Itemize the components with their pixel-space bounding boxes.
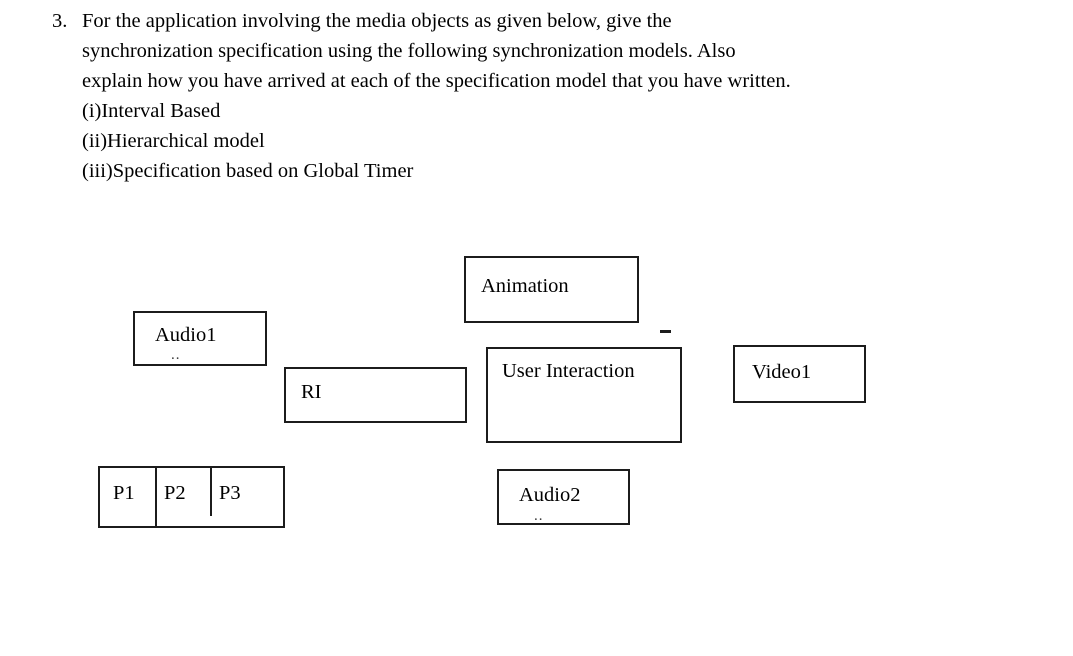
process-group-divider-1 [155, 467, 157, 527]
question-option-global-timer: (iii)Specification based on Global Timer [82, 160, 414, 182]
question-row: 3. For the application involving the med… [52, 6, 1042, 186]
diagram-box-animation [464, 256, 639, 323]
question-option-hierarchical-model: (ii)Hierarchical model [82, 130, 265, 152]
question-line-2: synchronization specification using the … [82, 40, 736, 62]
question-line-3: explain how you have arrived at each of … [82, 70, 791, 92]
question-line-1: For the application involving the media … [82, 10, 672, 32]
process-group-divider-2 [210, 467, 212, 516]
question-body: For the application involving the media … [82, 6, 1042, 186]
diagram-box-user-interaction [486, 347, 682, 443]
question-option-interval-based: (i)Interval Based [82, 100, 221, 122]
question-block: 3. For the application involving the med… [52, 6, 1042, 186]
diagram-box-video1 [733, 345, 866, 403]
diagram-box-process-group [98, 466, 285, 528]
diagram-box-audio1 [133, 311, 267, 366]
question-number: 3. [52, 10, 68, 32]
diagram-box-audio2 [497, 469, 630, 525]
stray-dash-mark [660, 330, 671, 333]
diagram-box-ri [284, 367, 467, 423]
